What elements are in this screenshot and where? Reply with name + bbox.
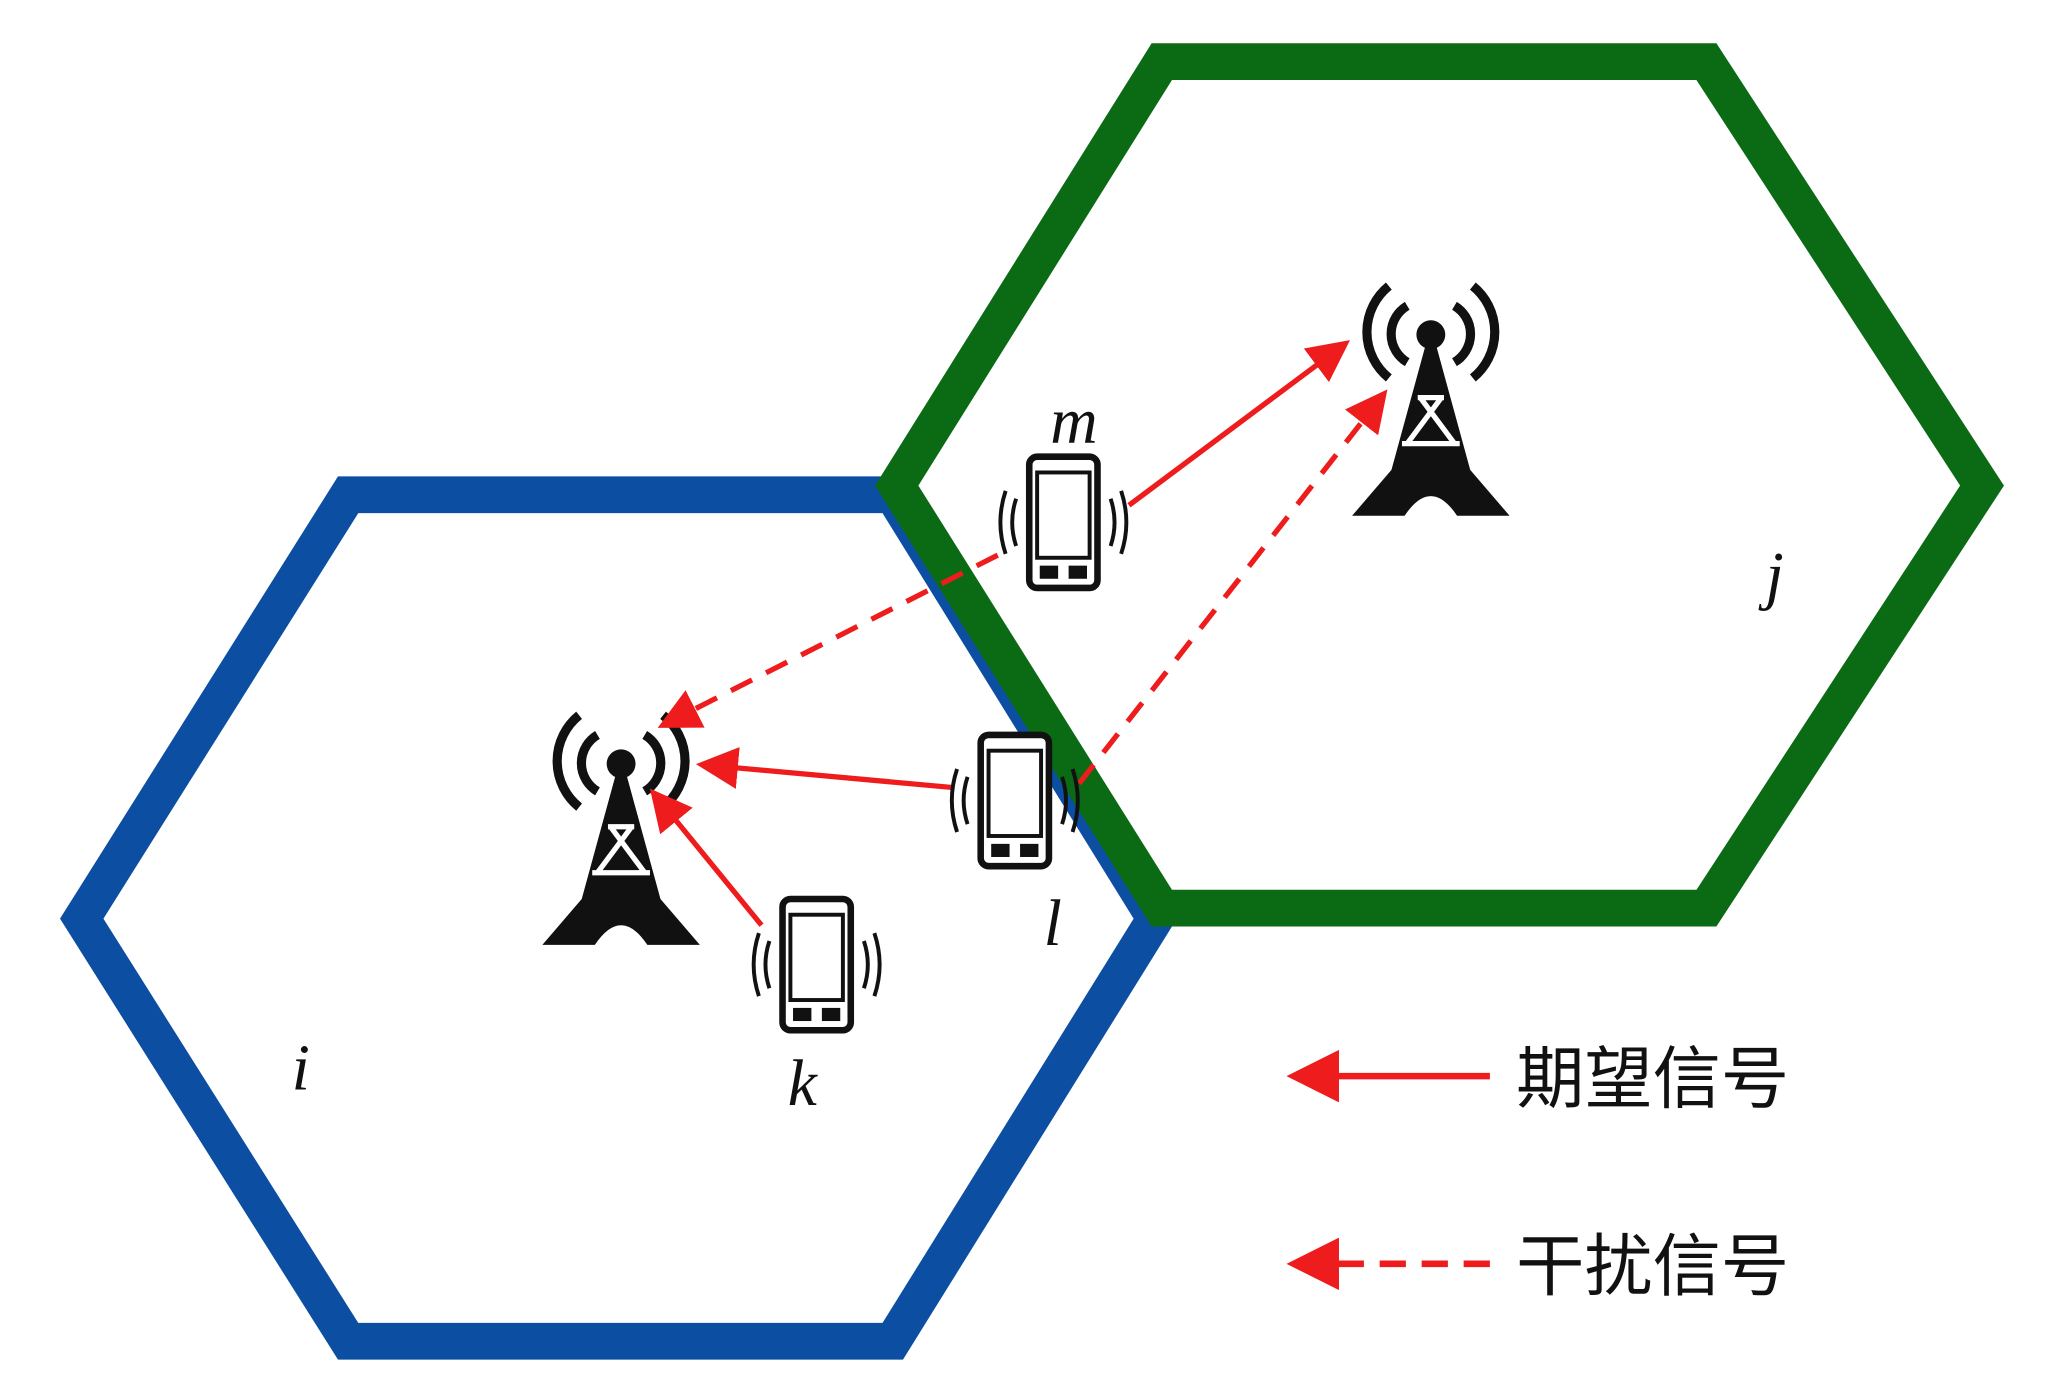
cell-j-hexagon (875, 43, 2004, 927)
user-k-phone-icon (754, 899, 880, 1030)
legend: 期望信号 干扰信号 (1286, 1040, 1789, 1307)
label-k: k (788, 1048, 819, 1120)
label-l: l (1044, 888, 1062, 960)
legend-interference-label: 干扰信号 (1516, 1228, 1789, 1307)
desired-signal-k-to-i (649, 788, 764, 927)
desired-signal-l-to-i (695, 747, 953, 791)
desired-signal-m-to-j (1127, 340, 1351, 508)
label-m: m (1050, 385, 1097, 457)
label-i: i (292, 1032, 310, 1104)
interference-m-to-i (657, 552, 999, 728)
base-station-i-icon (542, 715, 699, 945)
interference-l-to-j (1077, 389, 1388, 786)
label-j: j (1757, 540, 1783, 612)
user-m-phone-icon (1000, 457, 1126, 588)
legend-desired-label: 期望信号 (1516, 1040, 1789, 1119)
